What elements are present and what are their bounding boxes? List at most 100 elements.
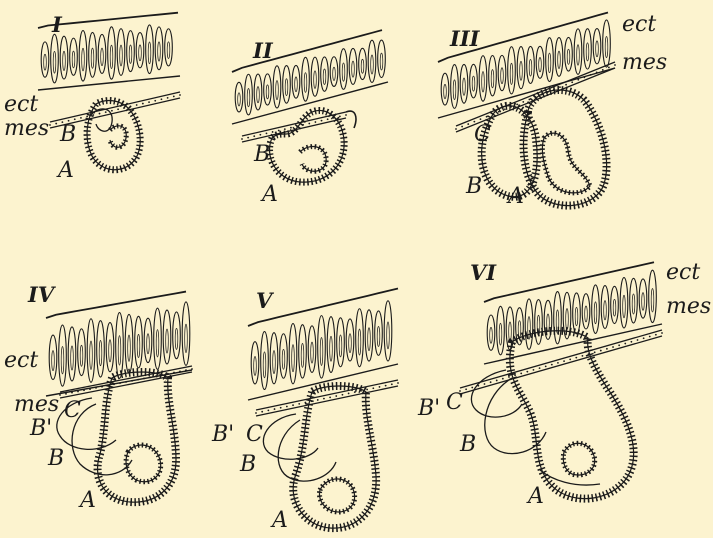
panel-III-mesoderm-dot [480,118,482,120]
panel-IV-mesoderm-dot [83,389,85,391]
panel-II-ectoderm-nucleus [295,77,298,92]
panel-IV-ectoderm-nucleus [147,334,150,354]
panel-III-mesoderm-dot [461,126,463,128]
panel-III-ectoderm-nucleus [520,61,523,80]
panel-VI-mesoderm-dot [637,339,639,341]
panel-VI-ectoderm-nucleus [509,322,512,341]
panel-V-mesoderm-dot [267,409,269,411]
panel-II-ectoderm-cell [340,49,348,90]
panel-IV-inner-fold-outline [126,445,161,482]
panel-I-ectoderm-nucleus [91,48,94,68]
panel-III-ectoderm-cell [546,38,554,82]
panel-V-mesoderm-dot [317,399,319,401]
panel-V [248,289,399,529]
panel-II-ectoderm-nucleus [380,53,383,70]
panel-II-ectoderm-cell [283,66,291,104]
panel-IV-ectoderm-nucleus [109,340,112,362]
panel-V-b-prime-label: B' [212,424,234,446]
panel-V-mesoderm-dot [292,404,294,406]
panel-IV-ectoderm-cell [154,308,162,369]
panel-II-ectoderm-cell [254,74,262,110]
panel-VI-mesoderm-dot [502,378,504,380]
panel-VI-ectoderm-cell [582,294,590,329]
panel-V-ectoderm-nucleus [301,343,304,367]
panel-I-ectoderm-cell [98,34,106,73]
panel-VI-ectoderm-nucleus [623,295,626,318]
panel-IV-ectoderm-cell [78,329,86,376]
panel-V-ectoderm-cell [299,325,307,378]
panel-II-ectoderm-nucleus [238,93,241,106]
panel-V-mesoderm-dot [255,412,257,414]
panel-VI-mesoderm-dot [661,332,663,334]
panel-V-ectoderm-cell [384,301,392,361]
panel-I-mesoderm-dot [154,100,156,102]
panel-IV-mes-label: mes [14,394,59,416]
panel-IV-ectoderm-nucleus [52,351,55,371]
panel-II-mesoderm-dot [259,134,261,136]
panel-II-mesoderm-dot [345,114,347,116]
panel-V-ectoderm-cell [289,324,297,384]
panel-II-mesoderm-dot [339,116,341,118]
panel-IV-ectoderm-nucleus [118,336,121,366]
panel-VI-mesoderm-dot [545,365,547,367]
panel-II-mesoderm-dot [241,138,243,140]
panel-VI-mesoderm-dot [612,346,614,348]
panel-III-ectoderm-nucleus [453,80,456,100]
panel-V-ectoderm-nucleus [273,351,276,374]
panel-VI-ectoderm-nucleus [651,289,654,313]
panel-V-ectoderm-cell [308,326,316,373]
panel-II-ectoderm-nucleus [276,81,279,100]
panel-I-ectoderm-cell [136,33,144,68]
panel-IV-ectoderm-nucleus [99,340,102,365]
panel-IV-ectoderm-cell [106,323,114,372]
panel-VI-ectoderm-nucleus [613,299,616,316]
panel-VI-ectoderm-cell [497,306,505,355]
panel-II-ectoderm-nucleus [371,55,374,74]
panel-VI-mesoderm-dot [594,351,596,353]
panel-VI-ectoderm-cell [630,278,638,323]
panel-VI-ectoderm-nucleus [575,307,578,325]
panel-VI-mesoderm-lower [460,336,662,394]
panel-IV-numeral: IV [28,284,54,305]
panel-IV-mesoderm-dot [143,378,145,380]
panel-V-ectoderm-nucleus [282,349,285,369]
panel-III-ectoderm-cell [479,56,487,102]
panel-III-mesoderm-dot [571,81,573,83]
panel-VI-ectoderm-cell [554,292,562,344]
panel-IV-mesoderm-dot [65,393,67,395]
panel-II-ectoderm-cell [235,82,243,112]
panel-III-ectoderm-nucleus [529,59,532,76]
panel-II-mes-end [346,111,356,128]
panel-V-ectoderm-nucleus [320,337,323,365]
panel-VI-ectoderm-nucleus [604,301,607,320]
panel-V-ectoderm-nucleus [330,336,333,361]
panel-II-b-label: B [254,144,270,166]
panel-II-numeral: II [253,40,273,61]
panel-IV-mesoderm-dot [89,388,91,390]
panel-VI-ectoderm-cell [487,315,495,350]
panel-I-mesoderm-dot [142,103,144,105]
panel-III-ectoderm-cell [489,56,497,96]
panel-VI-ectoderm-cell [592,285,600,334]
panel-IV-ectoderm-nucleus [156,330,159,357]
panel-V-ectoderm-cell [327,317,335,373]
panel-V-ectoderm-nucleus [263,352,266,378]
panel-VI-mesoderm-dot [508,376,510,378]
panel-I-mesoderm-dot [80,117,82,119]
panel-III-ectoderm-nucleus [463,78,466,95]
panel-V-c-label: C [246,424,263,446]
panel-IV-ectoderm-base [46,370,192,396]
panel-III-c-label: C [474,124,491,146]
panel-VI-c-label: C [446,392,463,414]
panel-IV-mesoderm-upper [60,366,192,392]
panel-VI-mesoderm-dot [539,367,541,369]
panel-VI-b-label: B [460,434,476,456]
panel-V-numeral: V [256,290,272,311]
panel-V-mesoderm-dot [335,395,337,397]
panel-I-ectoderm-nucleus [139,45,142,61]
panel-III-mesoderm-dot [608,67,610,69]
panel-III-ectoderm-cell [603,20,611,67]
panel-VI-inner-fold-outline [563,443,594,475]
panel-IV-ectoderm-nucleus [185,324,188,353]
